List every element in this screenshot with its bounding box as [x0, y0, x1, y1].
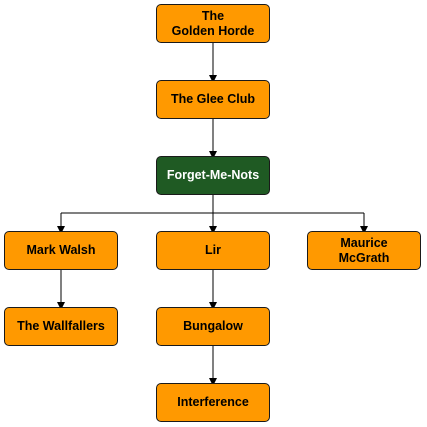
node-label: Lir [205, 243, 221, 257]
node-mark-walsh[interactable]: Mark Walsh [4, 231, 118, 270]
node-label: Mark Walsh [26, 243, 96, 257]
node-label: Interference [177, 395, 249, 409]
node-bungalow[interactable]: Bungalow [156, 307, 270, 346]
node-label: Forget-Me-Nots [166, 168, 260, 182]
node-forget-me-nots[interactable]: Forget-Me-Nots [156, 156, 270, 195]
node-lir[interactable]: Lir [156, 231, 270, 270]
node-label: Bungalow [183, 319, 243, 333]
node-interference[interactable]: Interference [156, 383, 270, 422]
node-wallfallers[interactable]: The Wallfallers [4, 307, 118, 346]
node-glee-club[interactable]: The Glee Club [156, 80, 270, 119]
node-label: The Wallfallers [17, 319, 105, 333]
node-label: The Glee Club [170, 92, 256, 106]
